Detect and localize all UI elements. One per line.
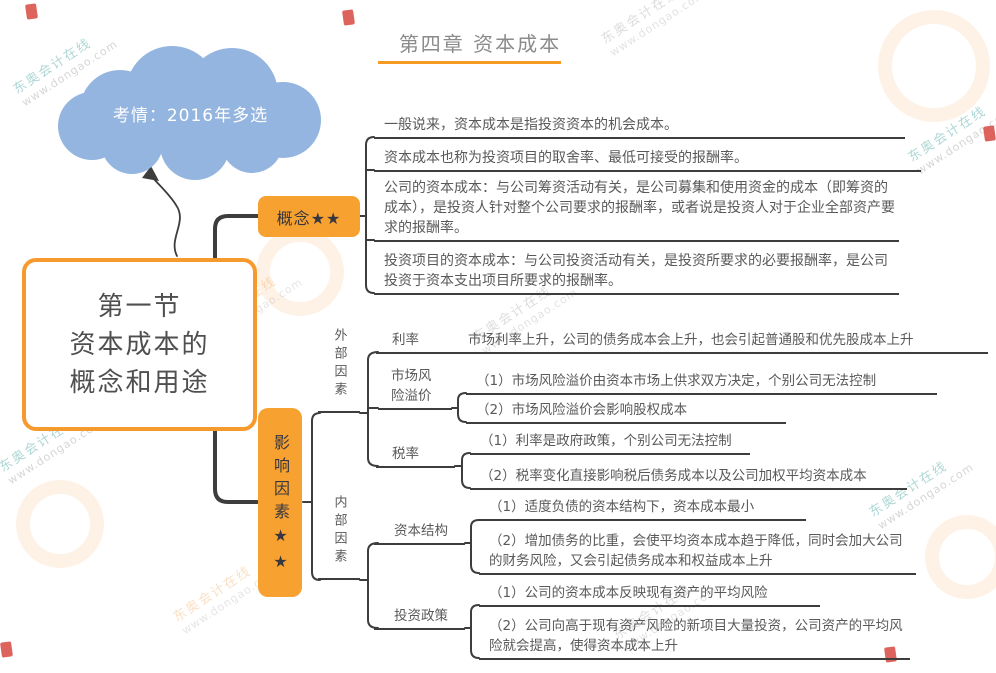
interest-rate-item[interactable]: 市场利率上升，公司的债务成本会上升，也会引起普通股和优先股成本上升: [458, 330, 988, 354]
investment-policy-item[interactable]: （2）公司向高于现有资产风险的新项目大量投资，公司资产的平均风险就会提高，使得资…: [479, 616, 910, 660]
concept-item[interactable]: 投资项目的资本成本：与公司投资活动有关，是投资所要求的必要报酬率，是公司投资于资…: [374, 251, 899, 295]
root-topic[interactable]: 第一节 资本成本的 概念和用途: [22, 258, 257, 431]
topic-influencing-factors[interactable]: 影响因素★★: [258, 408, 302, 597]
tax-rate-item[interactable]: （2）税率变化直接影响税后债务成本以及公司加权平均资本成本: [470, 466, 907, 490]
concept-item[interactable]: 一般说来，资本成本是指投资资本的机会成本。: [374, 115, 905, 139]
capital-structure-item[interactable]: （1）适度负债的资本结构下，资本成本最小: [479, 497, 806, 521]
node-capital-structure[interactable]: 资本结构: [374, 521, 465, 545]
capital-structure-item[interactable]: （2）增加债务的比重，会使平均资本成本趋于降低，同时会加大公司的财务风险，又会引…: [479, 531, 916, 575]
root-topic-line2: 资本成本的: [69, 329, 210, 360]
market-risk-premium-item[interactable]: （2）市场风险溢价会影响股权成本: [466, 400, 786, 424]
root-topic-line1: 第一节: [97, 291, 182, 322]
node-investment-policy[interactable]: 投资政策: [374, 606, 465, 630]
node-interest-rate[interactable]: 利率: [376, 330, 458, 354]
market-risk-premium-item[interactable]: （1）市场风险溢价由资本市场上供求双方决定，个别公司无法控制: [466, 371, 937, 395]
branch-external-factors[interactable]: 外部因素: [318, 328, 360, 413]
branch-internal-factors[interactable]: 内部因素: [318, 495, 360, 580]
node-market-risk-premium[interactable]: 市场风险溢价: [378, 366, 452, 410]
brand-mark-icon: [983, 125, 996, 142]
concept-item[interactable]: 资本成本也称为投资项目的取舍率、最低可接受的报酬率。: [374, 148, 921, 172]
brand-mark-icon: [342, 9, 355, 26]
root-topic-line3: 概念和用途: [69, 367, 210, 398]
brand-mark-icon: [0, 641, 13, 658]
investment-policy-item[interactable]: （1）公司的资本成本反映现有资产的平均风险: [479, 583, 820, 607]
tax-rate-item[interactable]: （1）利率是政府政策，个别公司无法控制: [470, 431, 750, 455]
page-title: 第四章 资本成本: [398, 32, 562, 56]
brand-mark-icon: [25, 3, 38, 20]
exam-note-cloud[interactable]: 考情：2016年多选: [112, 106, 269, 126]
topic-concept[interactable]: 概念★★: [258, 196, 360, 237]
concept-item[interactable]: 公司的资本成本：与公司筹资活动有关，是公司募集和使用资金的成本（即筹资的成本），…: [374, 178, 899, 242]
cloud-shape: [58, 46, 321, 180]
node-tax-rate[interactable]: 税率: [376, 444, 455, 468]
title-underline: [378, 61, 561, 64]
